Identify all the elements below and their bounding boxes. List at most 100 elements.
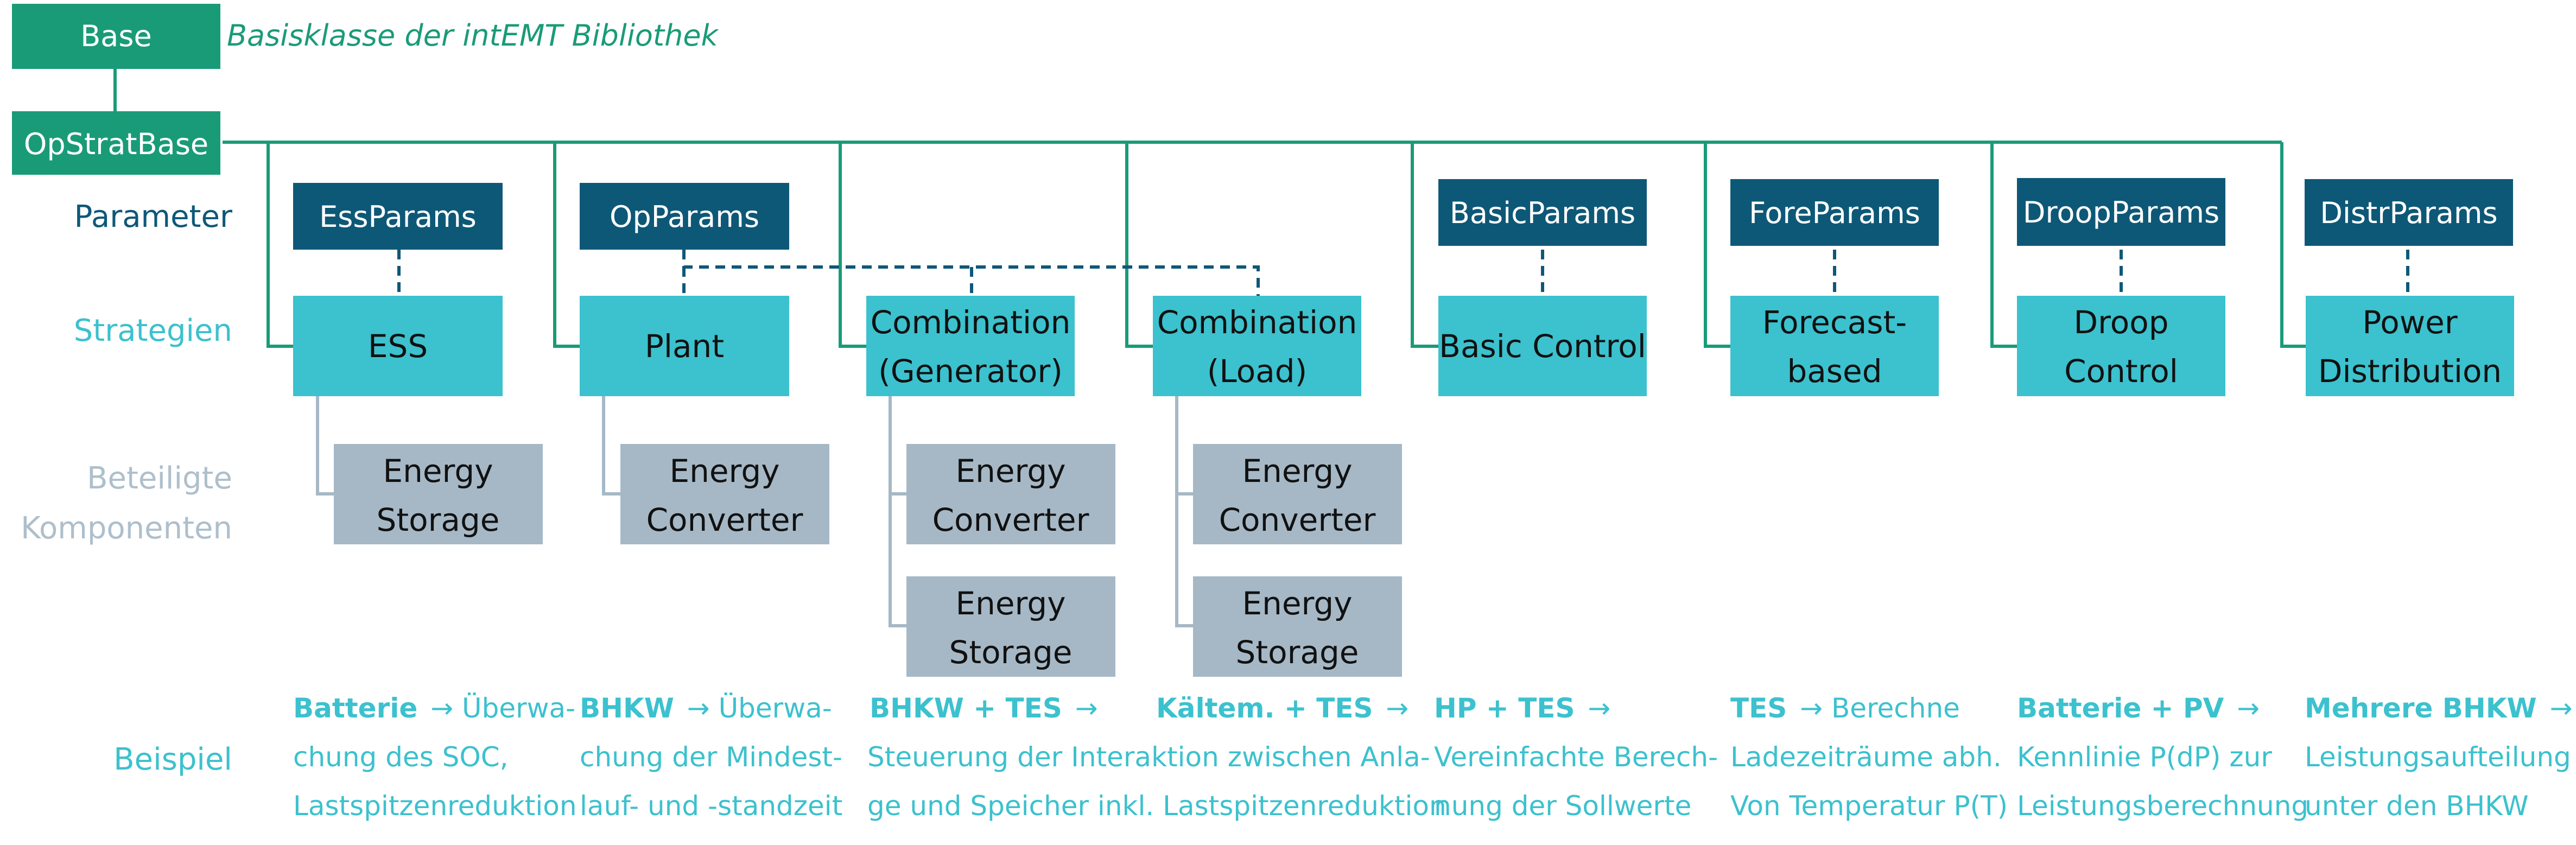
strategy-label-generator-2: (Generator)	[878, 353, 1063, 390]
branch-generator	[839, 142, 866, 348]
example-plant-line3: lauf- und -standzeit	[580, 790, 842, 822]
component-label: Storage	[377, 501, 500, 538]
strategy-label-load-2: (Load)	[1207, 353, 1307, 390]
strategy-box-ess	[293, 296, 503, 396]
opstrat-box	[12, 111, 220, 175]
example-plant-rest: Überwa-	[719, 692, 832, 724]
example-load-line1: Kältem. + TES →	[1156, 692, 1408, 724]
arrow-icon: →	[1075, 692, 1098, 724]
base-label: Base	[80, 19, 152, 53]
example-basic-bold: HP + TES	[1434, 692, 1575, 724]
example-plant-line1: BHKW → Überwa-	[580, 692, 832, 724]
example-forecast-line1: TES → Berechne	[1730, 692, 1960, 724]
component-label: Energy	[669, 453, 779, 490]
param-box-basic	[1438, 179, 1647, 246]
arrow-icon: →	[687, 692, 710, 724]
param-box-ess	[293, 183, 503, 250]
param-label-droop: DroopParams	[2023, 195, 2219, 230]
example-distribution-line3: unter den BHKW	[2305, 790, 2529, 822]
component-boxes: Energy Storage Energy Converter Energy C…	[334, 444, 1402, 677]
example-generator-line1: BHKW + TES →	[870, 692, 1098, 724]
param-box-fore	[1730, 179, 1939, 246]
example-combination-line3: ge und Speicher inkl. Lastspitzenredukti…	[867, 790, 1446, 822]
strategy-box-droop	[2017, 296, 2225, 396]
example-distribution-line2: Leistungsaufteilung	[2305, 741, 2571, 773]
example-basic-line3: nung der Sollwerte	[1434, 790, 1691, 822]
example-distribution-bold: Mehrere BHKW	[2305, 692, 2537, 724]
arrow-icon: →	[430, 692, 453, 724]
strategy-label-droop-1: Droop	[2073, 304, 2168, 341]
strategy-label-load-1: Combination	[1157, 304, 1357, 341]
row-label-beispiel: Beispiel	[113, 742, 232, 777]
param-link-op	[682, 250, 1260, 296]
row-label-komponenten: Komponenten	[21, 511, 232, 546]
arrow-icon: →	[2550, 692, 2573, 724]
branch-droop	[1990, 142, 2017, 348]
arrow-icon: →	[1386, 692, 1408, 724]
example-droop-line2: Kennlinie P(dP) zur	[2017, 741, 2272, 773]
param-label-basic: BasicParams	[1450, 196, 1635, 230]
param-label-distr: DistrParams	[2320, 196, 2497, 230]
example-distribution-line1: Mehrere BHKW →	[2305, 692, 2572, 724]
component-label: Converter	[932, 501, 1089, 538]
example-generator-bold: BHKW + TES	[870, 692, 1062, 724]
strategy-box-plant	[580, 296, 789, 396]
branch-plant	[553, 142, 580, 348]
example-forecast-bold: TES	[1730, 692, 1787, 724]
strategy-box-distribution	[2306, 296, 2514, 396]
component-box-plant-converter	[620, 444, 829, 544]
component-label: Energy	[955, 453, 1065, 490]
branch-ess	[267, 142, 293, 348]
component-box-generator-converter	[906, 444, 1115, 544]
opstrat-label: OpStratBase	[24, 127, 208, 161]
example-forecast-line2: Ladezeiträume abh.	[1730, 741, 2002, 773]
param-box-op	[580, 183, 789, 250]
strategy-label-generator-1: Combination	[871, 304, 1071, 341]
base-node: Base	[12, 4, 220, 69]
param-box-distr	[2305, 179, 2513, 246]
example-droop-bold: Batterie + PV	[2017, 692, 2224, 724]
component-label: Energy	[955, 585, 1065, 622]
strategy-boxes: ESS Plant Combination (Generator) Combin…	[293, 296, 2514, 396]
parameter-boxes: EssParams OpParams BasicParams ForeParam…	[293, 178, 2513, 250]
branch-forecast	[1704, 142, 1730, 348]
component-label: Storage	[1236, 634, 1359, 671]
component-link-ess	[316, 396, 334, 495]
branch-load	[1125, 142, 1153, 348]
example-plant-line2: chung der Mindest-	[580, 741, 842, 773]
strategy-label-plant: Plant	[645, 328, 724, 365]
branch-distribution	[2280, 142, 2306, 348]
row-label-strategien: Strategien	[74, 313, 232, 348]
component-box-load-storage	[1193, 576, 1402, 677]
component-label: Converter	[646, 501, 803, 538]
arrow-icon: →	[1588, 692, 1610, 724]
row-label-parameter: Parameter	[74, 199, 233, 234]
example-combination-line2: Steuerung der Interaktion zwischen Anla-	[867, 741, 1430, 773]
component-label: Energy	[383, 453, 493, 490]
strategy-label-basic: Basic Control	[1439, 328, 1646, 365]
component-box-load-converter	[1193, 444, 1402, 544]
component-label: Energy	[1242, 453, 1352, 490]
strategy-box-load	[1153, 296, 1361, 396]
component-link-load	[1175, 396, 1193, 627]
strategy-box-forecast	[1730, 296, 1939, 396]
connector-lines	[113, 69, 2409, 627]
example-ess-line1: Batterie → Überwa-	[293, 692, 575, 724]
component-link-plant	[602, 396, 620, 495]
examples: Batterie → Überwa- chung des SOC, Lastsp…	[293, 692, 2572, 822]
component-label: Storage	[949, 634, 1073, 671]
opstrat-node: OpStratBase	[12, 111, 220, 175]
strategy-label-ess: ESS	[368, 328, 428, 365]
example-ess-line2: chung des SOC,	[293, 741, 509, 773]
example-load-bold: Kältem. + TES	[1156, 692, 1373, 724]
example-basic-line1: HP + TES →	[1434, 692, 1610, 724]
param-label-op: OpParams	[610, 200, 759, 234]
branch-basic	[1411, 142, 1438, 348]
param-box-droop	[2017, 178, 2225, 246]
strategy-label-distribution-2: Distribution	[2318, 353, 2502, 390]
component-box-generator-storage	[906, 576, 1115, 677]
example-ess-rest: Überwa-	[462, 692, 575, 724]
component-box-ess-storage	[334, 444, 543, 544]
base-description: Basisklasse der intEMT Bibliothek	[227, 18, 720, 53]
